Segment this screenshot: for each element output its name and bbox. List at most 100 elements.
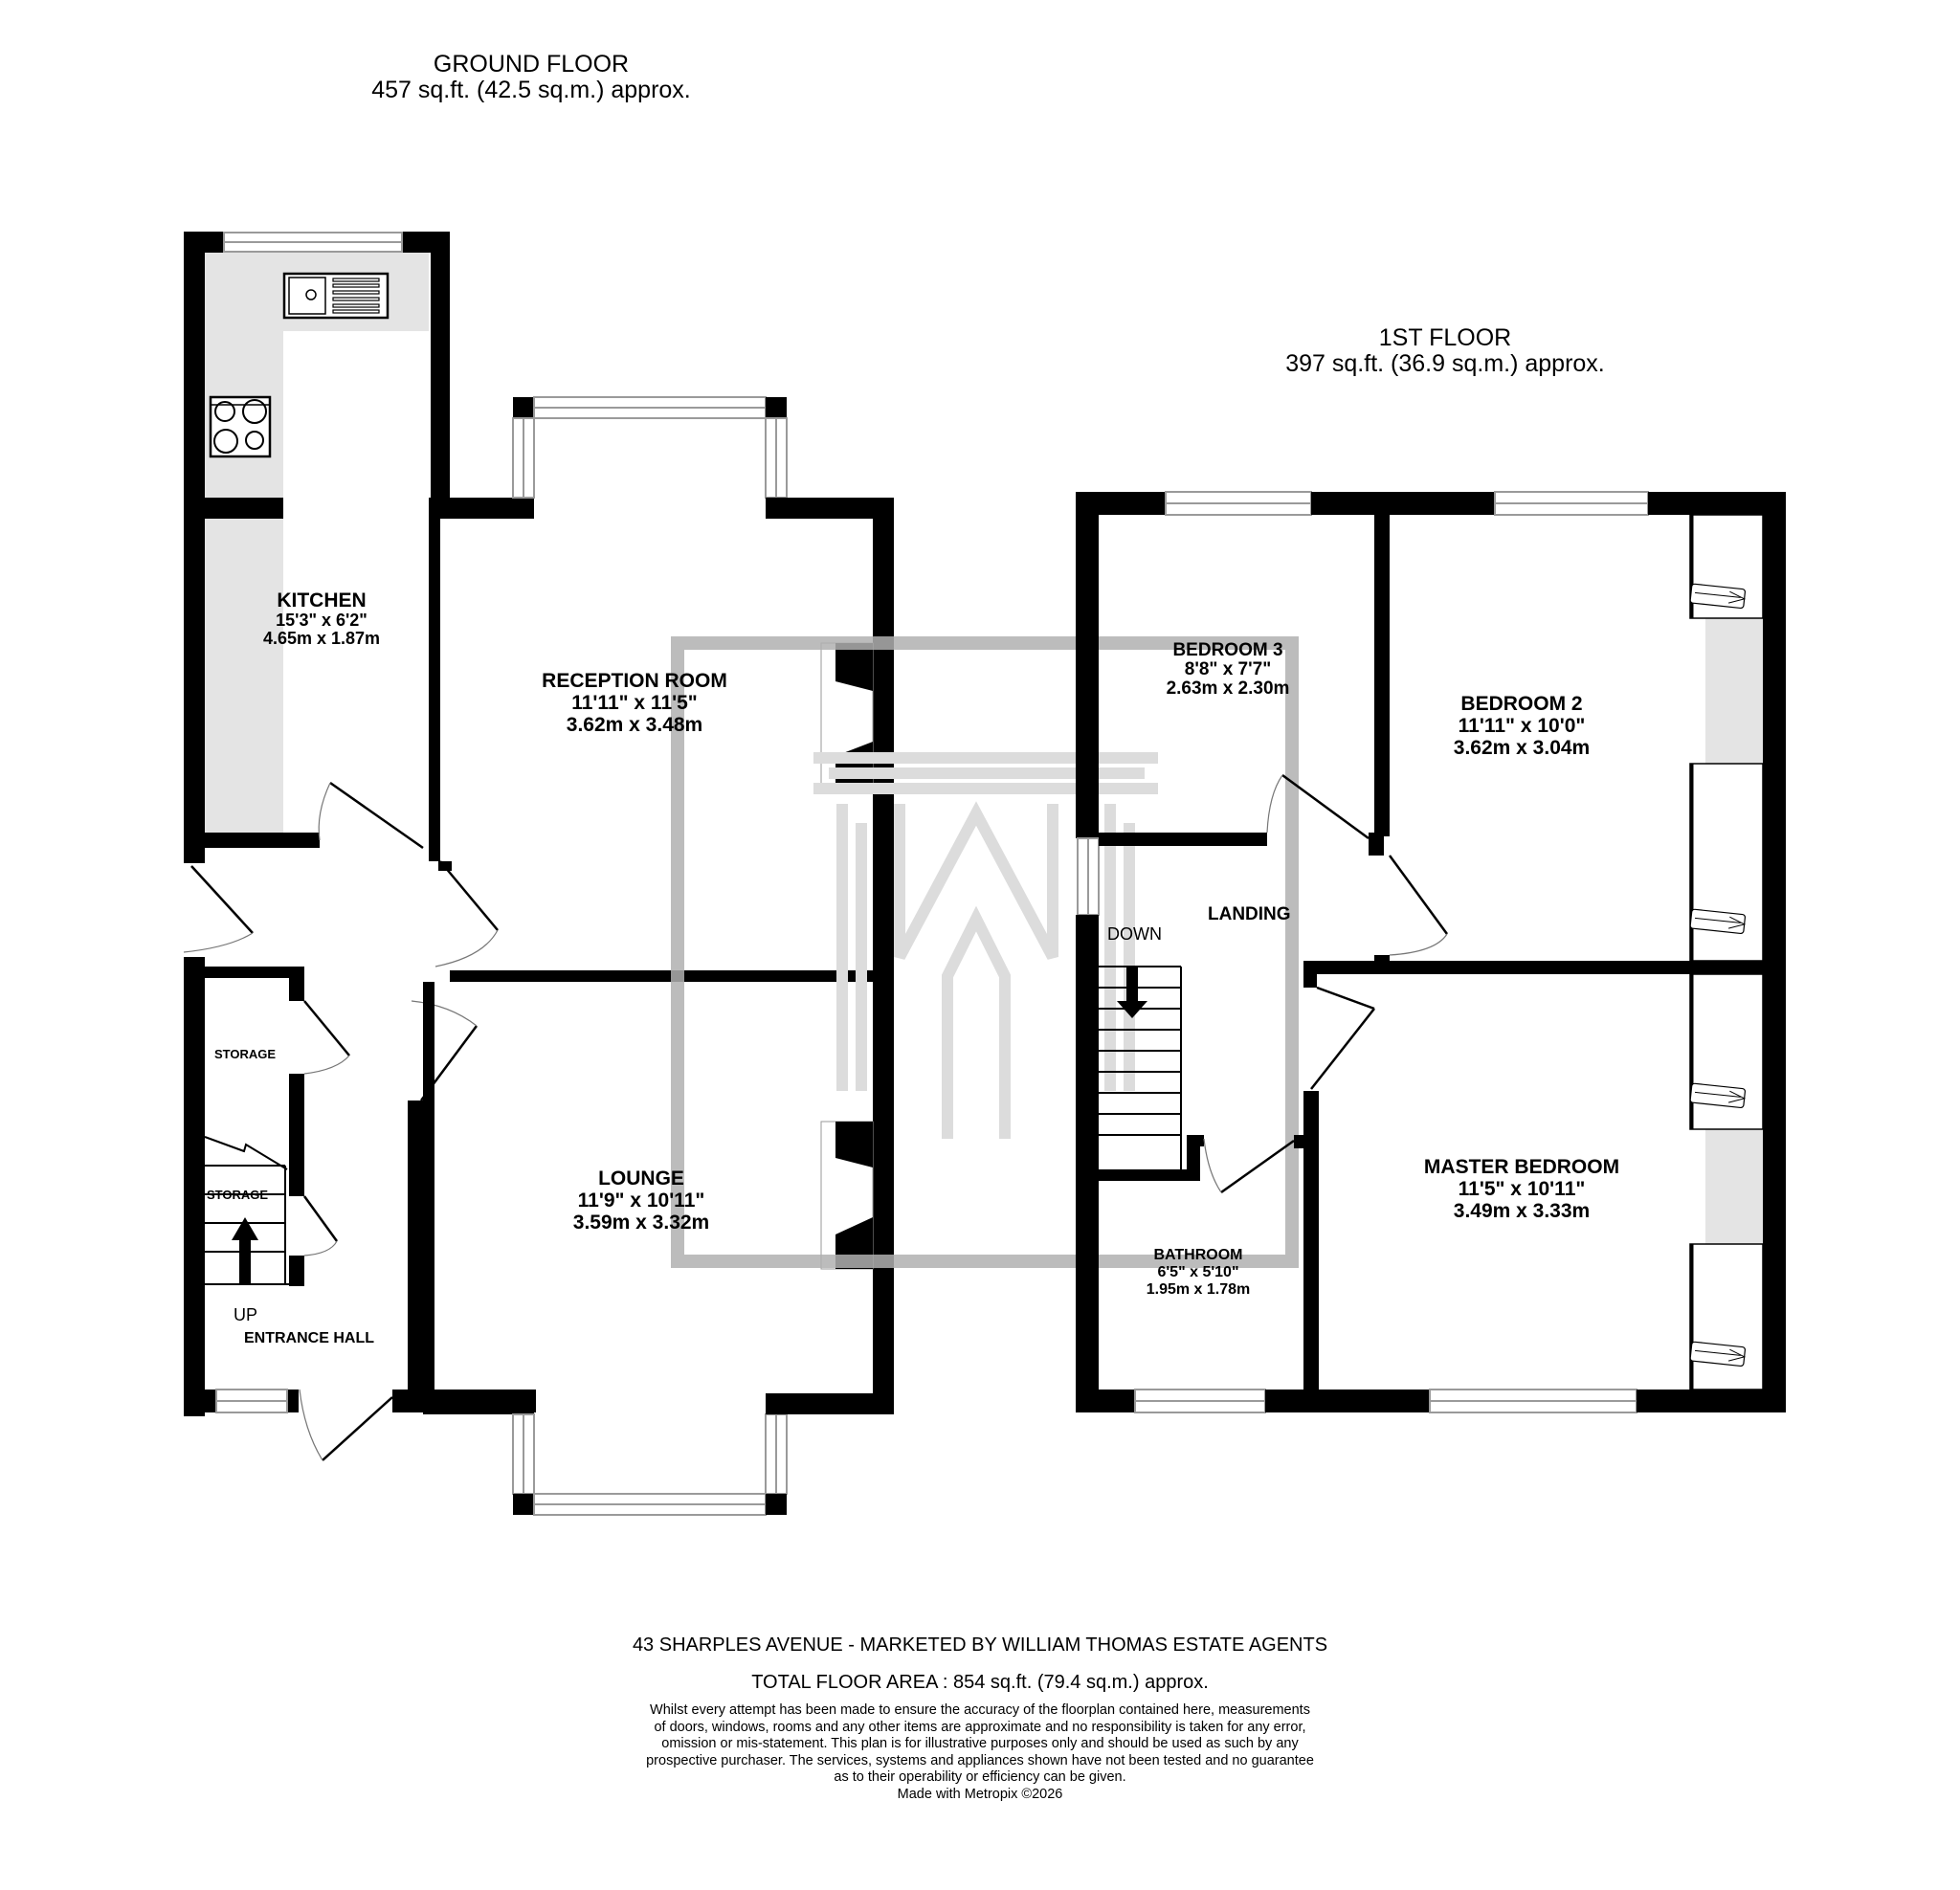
room-name: BATHROOM (1153, 1247, 1243, 1263)
wall (431, 232, 450, 519)
wall (289, 967, 304, 1001)
wall (1076, 915, 1099, 1412)
room-dim-metric: 1.95m x 1.78m (1146, 1281, 1251, 1298)
window (1429, 1389, 1637, 1413)
bay-window (512, 1413, 788, 1516)
room-dim-metric: 3.62m x 3.04m (1453, 737, 1591, 759)
clothes-icon (1689, 908, 1747, 935)
wall (289, 1256, 304, 1286)
wall (184, 1390, 216, 1412)
wall (408, 1101, 423, 1412)
wall (1637, 1390, 1786, 1412)
ground-floor-plan (183, 232, 894, 1516)
room-label-bathroom: BATHROOM 6'5" x 5'10" 1.95m x 1.78m (1147, 1247, 1251, 1299)
stairs-up-label: UP (234, 1305, 258, 1324)
disclaimer-line: Whilst every attempt has been made to en… (650, 1702, 1310, 1718)
wall (1187, 1135, 1204, 1146)
chimney-breast (820, 1121, 874, 1270)
wardrobe-recess (1705, 618, 1763, 764)
room-dim-imperial: 8'8" x 7'7" (1184, 659, 1272, 679)
wall (184, 833, 320, 848)
wardrobe-recess (1705, 1129, 1763, 1244)
disclaimer-line: of doors, windows, rooms and any other i… (654, 1719, 1306, 1735)
wall (184, 957, 205, 1416)
disclaimer-line: prospective purchaser. The services, sys… (646, 1752, 1314, 1768)
room-label-lounge: LOUNGE 11'9" x 10'11" 3.59m x 3.32m (573, 1167, 709, 1234)
wall (1303, 961, 1763, 974)
room-name: RECEPTION ROOM (542, 670, 727, 692)
arrow-down-icon (1117, 967, 1147, 1018)
ground-floor-area: 457 sq.ft. (42.5 sq.m.) approx. (371, 77, 691, 103)
ground-floor-title: GROUND FLOOR (433, 51, 630, 78)
room-label-entrance-hall: ENTRANCE HALL (244, 1330, 374, 1346)
wall (423, 982, 434, 1412)
disclaimer-line: omission or mis-statement. This plan is … (661, 1736, 1299, 1751)
room-dim-imperial: 6'5" x 5'10" (1157, 1264, 1239, 1280)
room-name: LOUNGE (598, 1167, 684, 1190)
window (1134, 1389, 1266, 1413)
disclaimer: Whilst every attempt has been made to en… (0, 1702, 1960, 1803)
clothes-icon (1689, 1082, 1747, 1109)
clothes-icon (1689, 1341, 1747, 1367)
wall (289, 1074, 304, 1196)
credit-text: Made with Metropix ©2026 (897, 1786, 1063, 1802)
staircase-up (204, 1136, 302, 1285)
wall (1076, 1390, 1135, 1412)
room-dim-metric: 3.49m x 3.33m (1453, 1200, 1591, 1222)
watermark-logo (671, 636, 1299, 1268)
wall (429, 498, 440, 861)
window (215, 1389, 288, 1413)
wall (184, 232, 224, 253)
room-name: KITCHEN (277, 589, 367, 611)
wall (1763, 492, 1786, 1412)
wall (438, 861, 452, 871)
wall (423, 1393, 534, 1414)
watermark-monogram (813, 752, 1158, 1139)
window (1165, 491, 1312, 516)
staircase-down (1099, 966, 1182, 1169)
room-label-master-bedroom: MASTER BEDROOM 11'5" x 10'11" 3.49m x 3.… (1424, 1156, 1619, 1222)
wall (287, 1390, 299, 1412)
wall (1099, 1169, 1200, 1181)
wall (1076, 492, 1099, 838)
bay-window (512, 396, 788, 499)
room-dim-metric: 4.65m x 1.87m (262, 629, 381, 648)
hob-icon (209, 395, 272, 458)
first-floor-area: 397 sq.ft. (36.9 sq.m.) approx. (1285, 350, 1605, 377)
room-name: MASTER BEDROOM (1423, 1156, 1620, 1178)
wardrobe (1689, 1243, 1764, 1390)
kitchen-worktop-left (205, 253, 283, 833)
window (1494, 491, 1649, 516)
wall (429, 498, 534, 519)
room-name: BEDROOM 3 (1172, 640, 1283, 660)
room-label-landing: LANDING (1208, 904, 1291, 924)
wall (1303, 961, 1317, 988)
room-label-storage-under-stairs: STORAGE (207, 1188, 269, 1202)
room-dim-imperial: 11'9" x 10'11" (577, 1190, 705, 1212)
room-dim-metric: 2.63m x 2.30m (1166, 678, 1290, 699)
room-dim-imperial: 11'11" x 10'0" (1458, 715, 1586, 737)
stairs-down-label: DOWN (1107, 924, 1162, 944)
door (1203, 773, 1449, 1194)
wall (184, 967, 304, 978)
room-dim-metric: 3.62m x 3.48m (566, 714, 703, 736)
clothes-icon (1689, 583, 1747, 610)
room-name: BEDROOM 2 (1460, 693, 1583, 715)
room-dim-imperial: 11'5" x 10'11" (1458, 1178, 1586, 1200)
room-label-bedroom-2: BEDROOM 2 11'11" x 10'0" 3.62m x 3.04m (1454, 693, 1590, 759)
door (318, 781, 424, 850)
wall (1374, 515, 1390, 836)
wall (1311, 492, 1495, 515)
room-dim-imperial: 11'11" x 11'5" (571, 692, 698, 714)
room-label-bedroom-3: BEDROOM 3 8'8" x 7'7" 2.63m x 2.30m (1167, 641, 1290, 699)
arrow-up-icon (232, 1217, 258, 1284)
wall (873, 498, 894, 1414)
wall (205, 498, 283, 519)
room-dim-imperial: 15'3" x 6'2" (276, 611, 368, 630)
room-label-reception-room: RECEPTION ROOM 11'11" x 11'5" 3.62m x 3.… (542, 670, 727, 736)
wall (450, 970, 873, 982)
front-door (299, 1389, 393, 1461)
wall (1265, 1390, 1430, 1412)
window (1077, 837, 1100, 916)
